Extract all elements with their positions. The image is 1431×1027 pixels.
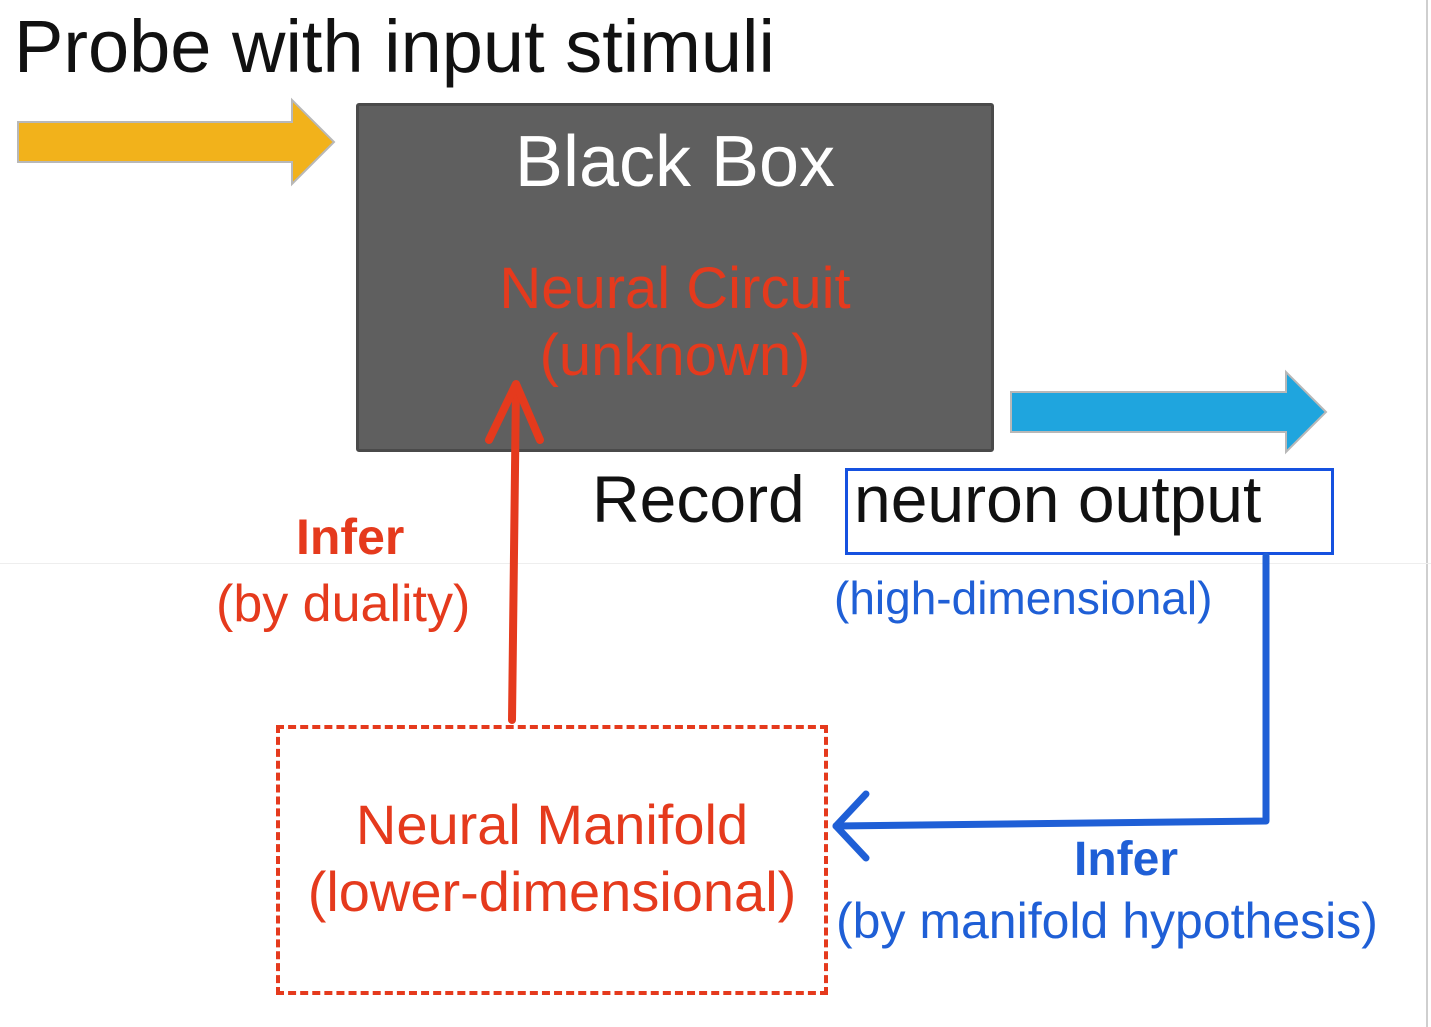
- neural-manifold-line1: Neural Manifold: [355, 793, 749, 856]
- infer-duality-subtitle: (by duality): [216, 575, 471, 633]
- neuron-output-text: neuron output: [854, 462, 1262, 536]
- faint-divider: [0, 563, 1431, 564]
- infer-duality-title: Infer: [296, 509, 405, 565]
- right-edge-divider: [1426, 0, 1428, 1027]
- black-box: Black Box Neural Circuit (unknown): [356, 103, 994, 452]
- neural-manifold-line2: (lower-dimensional): [307, 860, 797, 924]
- neural-circuit-line2: (unknown): [539, 322, 811, 388]
- infer-manifold-title: Infer: [1074, 833, 1179, 886]
- black-box-title: Black Box: [514, 122, 836, 202]
- neural-manifold-label: Neural Manifold (lower-dimensional): [280, 791, 824, 925]
- neural-circuit-line1: Neural Circuit: [499, 256, 851, 321]
- output-arrow-icon: [1010, 369, 1328, 455]
- infer-manifold-subtitle: (by manifold hypothesis): [836, 893, 1378, 949]
- high-dimensional-note: (high-dimensional): [834, 572, 1213, 624]
- input-arrow-icon: [17, 97, 336, 187]
- neural-manifold-box: Neural Manifold (lower-dimensional): [276, 725, 828, 995]
- diagram-title: Probe with input stimuli: [14, 5, 775, 88]
- record-label: Record: [592, 462, 805, 536]
- neural-circuit-label: Neural Circuit (unknown): [359, 256, 991, 389]
